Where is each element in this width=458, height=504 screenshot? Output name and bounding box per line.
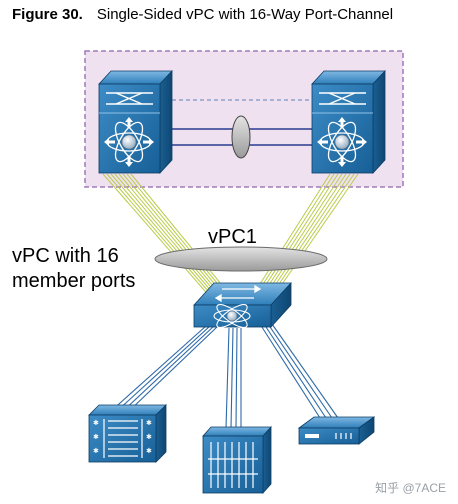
watermark: 知乎 @7ACE — [375, 481, 446, 495]
blade-server-left: ✱ ✱ ✱ ✱ ✱ ✱ — [88, 404, 167, 463]
member-ports-label-line1: vPC with 16 — [12, 245, 119, 267]
svg-text:✱: ✱ — [93, 419, 99, 427]
rack-server-center — [202, 425, 272, 495]
svg-text:✱: ✱ — [93, 447, 99, 455]
svg-text:✱: ✱ — [93, 433, 99, 441]
svg-text:✱: ✱ — [146, 433, 152, 441]
nexus-switch-right — [311, 69, 386, 175]
access-switch — [193, 281, 292, 329]
figure-title: Single-Sided vPC with 16-Way Port-Channe… — [96, 6, 394, 23]
member-ports-label-line2: member ports — [12, 270, 136, 292]
figure-number: Figure 30. — [12, 6, 83, 23]
vpc1-label: vPC1 — [208, 226, 257, 248]
vpc1-port-channel-ellipse — [154, 246, 328, 272]
member-ports-label: vPC with 16 member ports — [12, 244, 135, 294]
network-appliance-right — [297, 416, 376, 445]
downlink-center-server — [225, 327, 242, 429]
downlink-right-appliance — [259, 323, 339, 419]
downlink-left-server — [109, 325, 219, 413]
svg-text:✱: ✱ — [146, 419, 152, 427]
vpc-peer-link — [172, 99, 312, 159]
figure-caption: Figure 30. Single-Sided vPC with 16-Way P… — [12, 6, 393, 23]
nexus-switch-left — [98, 69, 173, 175]
svg-text:✱: ✱ — [146, 447, 152, 455]
